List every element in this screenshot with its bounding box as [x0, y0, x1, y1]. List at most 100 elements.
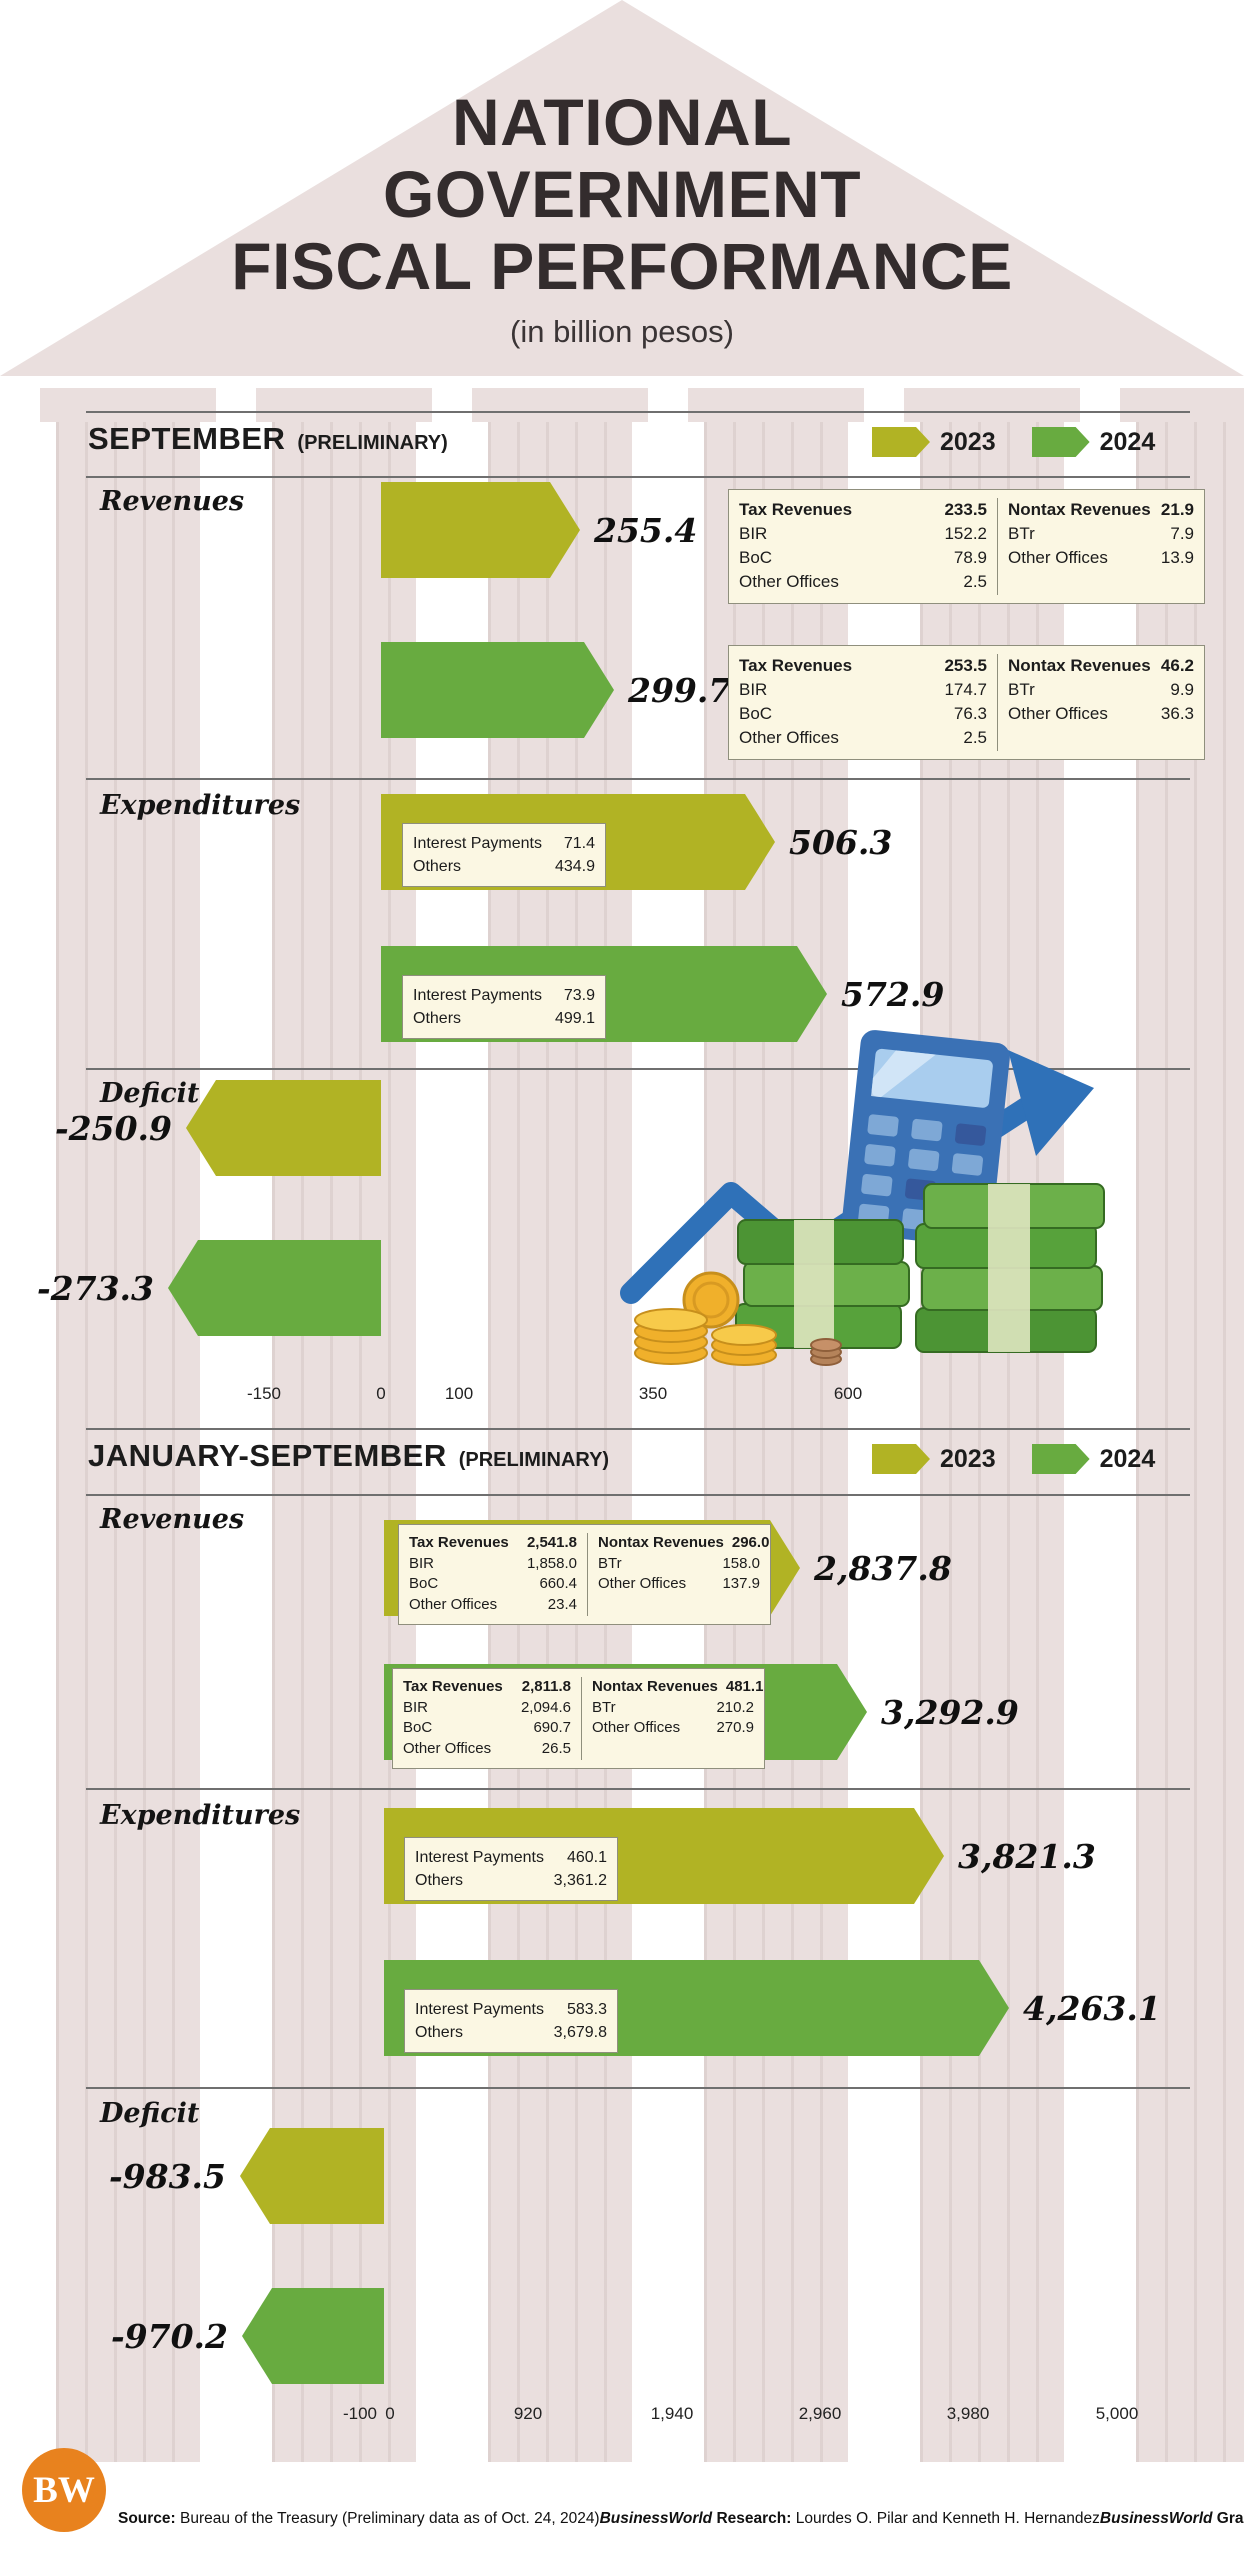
section-divider	[86, 476, 1190, 478]
bar-row-september-revenues-2024: 299.7	[381, 642, 745, 738]
axis-tick: 920	[513, 2404, 543, 2423]
bar-value: 255.4	[594, 510, 698, 550]
section-divider	[86, 411, 1190, 413]
pillar-capital	[904, 388, 1080, 422]
axis-tick: 5,000	[1095, 2404, 1139, 2423]
footer-credits: Source: Bureau of the Treasury (Prelimin…	[118, 2510, 1244, 2528]
column-divider	[581, 1677, 582, 1760]
bar-jansep-deficit-2024	[242, 2288, 384, 2384]
section-heading-january-september: JANUARY-SEPTEMBER (PRELIMINARY)	[88, 1438, 609, 1474]
bar-value: 4,263.1	[1023, 1988, 1161, 2028]
axis-tick: 0	[385, 2404, 395, 2423]
category-divider	[86, 1068, 1190, 1070]
legend-label-2023: 2023	[940, 427, 996, 456]
category-divider	[86, 778, 1190, 780]
page-title: NATIONAL GOVERNMENT FISCAL PERFORMANCE (…	[0, 86, 1244, 350]
bar-value: 299.7	[628, 670, 732, 710]
coins-icon	[634, 1271, 842, 1366]
research-credit: BusinessWorld Research: Lourdes O. Pilar…	[600, 2510, 1100, 2528]
graphics-credit: BusinessWorld Graphics: Bong R. Fortin	[1100, 2510, 1244, 2528]
category-divider	[86, 1788, 1190, 1790]
axis-tick: 0	[376, 1384, 386, 1403]
section-heading-note: (PRELIMINARY)	[297, 432, 448, 454]
pillar-capital	[40, 388, 216, 422]
column-divider	[587, 1533, 588, 1616]
section-divider	[86, 1494, 1190, 1496]
legend-swatch-2023	[872, 1444, 930, 1474]
axis-tick: 2,960	[798, 2404, 842, 2423]
bar-september-revenues-2023	[381, 482, 580, 578]
category-label-deficit: Deficit	[100, 1078, 200, 1109]
section-heading-text: JANUARY-SEPTEMBER	[88, 1438, 447, 1473]
pillar-capital	[472, 388, 648, 422]
bar-row-september-deficit-2024: -273.3	[0, 1240, 381, 1336]
bar-september-deficit-2024	[168, 1240, 381, 1336]
legend-swatch-2023	[872, 427, 930, 457]
pillar-background	[920, 422, 1064, 2462]
legend-september: 2023 2024	[872, 427, 1155, 457]
bar-row-september-revenues-2023: 255.4	[381, 482, 711, 578]
axis-tick: 1,940	[650, 2404, 694, 2423]
bar-value: 2,837.8	[814, 1548, 952, 1588]
column-divider	[997, 498, 998, 595]
title-line-2: GOVERNMENT	[382, 157, 862, 231]
graphics-label: Graphics:	[1216, 2510, 1244, 2527]
category-label-revenues: Revenues	[100, 486, 245, 517]
legend-label-2023: 2023	[940, 1444, 996, 1473]
businessworld-logo: BW	[22, 2448, 106, 2532]
title-subtitle: (in billion pesos)	[510, 314, 734, 349]
source-text: Bureau of the Treasury (Preliminary data…	[180, 2510, 600, 2527]
source-credit: Source: Bureau of the Treasury (Prelimin…	[118, 2510, 600, 2528]
pillar-background	[272, 422, 416, 2462]
section-heading-september: SEPTEMBER (PRELIMINARY)	[88, 421, 448, 457]
section-heading-text: SEPTEMBER	[88, 421, 286, 456]
pillar-capital	[256, 388, 432, 422]
category-label-expenditures: Expenditures	[100, 1800, 301, 1831]
bar-value: -250.9	[54, 1108, 172, 1148]
legend-swatch-2024	[1032, 427, 1090, 457]
axis-tick: 3,980	[946, 2404, 990, 2423]
bar-value: 506.3	[789, 822, 893, 862]
pillar-background	[1136, 422, 1244, 2462]
legend-label-2024: 2024	[1099, 1444, 1156, 1473]
category-label-deficit: Deficit	[100, 2098, 200, 2129]
section-divider	[86, 1428, 1190, 1430]
bar-value: 3,292.9	[881, 1692, 1019, 1732]
bar-value: 572.9	[841, 974, 945, 1014]
legend-label-2024: 2024	[1099, 427, 1156, 456]
section-heading-note: (PRELIMINARY)	[458, 1449, 610, 1471]
finance-illustration	[620, 1030, 1105, 1366]
money-stacks-icon	[735, 1183, 1105, 1353]
axis-tick: -100	[342, 2404, 378, 2423]
axis-tick: -150	[246, 1384, 282, 1403]
